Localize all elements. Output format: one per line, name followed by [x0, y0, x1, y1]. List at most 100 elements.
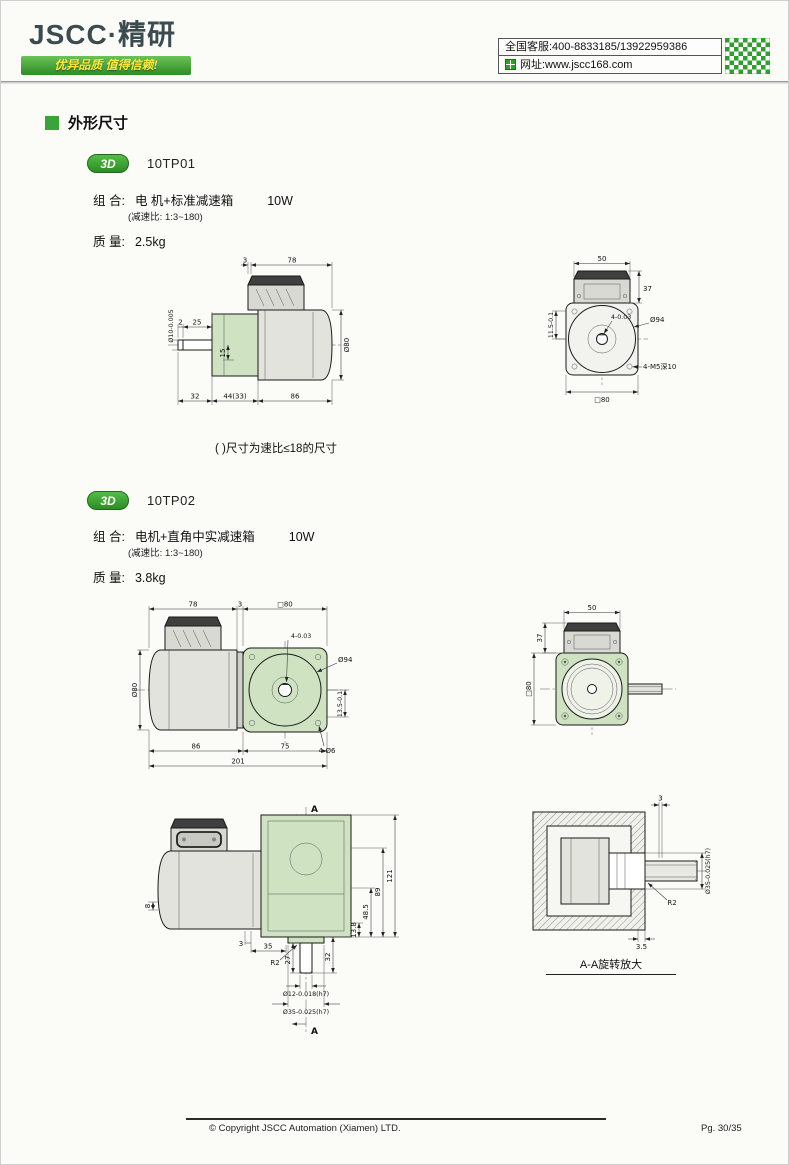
dim-11-5: 11.5-0.1: [548, 312, 555, 338]
weight-label: 质 量:: [93, 571, 125, 585]
dim-15: 15: [219, 349, 227, 358]
section-label-a-top: A: [311, 805, 318, 815]
dim-r2: R2: [667, 899, 676, 907]
3d-badge: 3D: [87, 491, 129, 510]
website-row: 网址:www.jscc168.com: [499, 56, 721, 73]
drawing-10tp01-front-view: 50 37 11.5-0.1 4-0.03 Ø94 4-M5深10 □80: [548, 255, 676, 404]
ratio-size-note: ( )尺寸为速比≤18的尺寸: [215, 443, 337, 455]
model2-weight-row: 质 量: 3.8kg: [93, 567, 166, 586]
dim-key: 4-0.03: [291, 633, 311, 640]
dim-27: 27: [284, 956, 292, 965]
dimension-lines: [148, 814, 399, 1007]
model2-ratio-note: (减速比: 1:3~180): [128, 548, 203, 559]
dim-35: 35: [264, 943, 273, 951]
weight-label: 质 量:: [93, 235, 125, 249]
footer-page-number: Pg. 30/35: [701, 1123, 742, 1134]
contact-box: 全国客服:400-8833185/13922959386 网址:www.jscc…: [498, 38, 722, 74]
dim-r2: R2: [270, 959, 279, 967]
power-value: 10W: [288, 530, 315, 544]
dim-3: 3: [238, 601, 242, 609]
dim-75: 75: [281, 743, 290, 751]
dim-25: 25: [193, 319, 202, 327]
dim-boss-dia: Ø35-0.025(h7): [283, 1008, 329, 1016]
drawing-aa-section: 3 R2 3.5 Ø35-0.025(h7): [532, 795, 712, 951]
gearmotor-outline: [148, 616, 328, 733]
model2-code: 10TP02: [147, 493, 196, 508]
dim-shaft-dia: Ø10-0.005: [167, 309, 175, 342]
dim-78: 78: [189, 601, 198, 609]
dim-sq80: □80: [525, 681, 533, 697]
website-url: 网址:www.jscc168.com: [520, 58, 633, 71]
section-view-title: A-A旋转放大: [546, 956, 676, 975]
combo-label: 组 合:: [93, 194, 125, 208]
section-title: 外形尺寸: [45, 112, 128, 133]
gearmotor-outline: [177, 275, 333, 381]
model2-combo-row: 组 合: 电机+直角中实减速箱 10W: [93, 526, 314, 545]
dim-dia94: Ø94: [650, 316, 665, 324]
model1-heading: 3D 10TP01: [87, 154, 196, 173]
combo-value: 电 机+标准减速箱: [134, 194, 234, 208]
dimension-lines: [628, 802, 705, 942]
weight-value: 3.8kg: [134, 571, 166, 585]
dim-121: 121: [386, 869, 394, 882]
section-label-a-bottom: A: [311, 1027, 318, 1037]
dim-50: 50: [598, 255, 607, 263]
model1-ratio-note: (减速比: 1:3~180): [128, 212, 203, 223]
dim-sq80: □80: [594, 396, 610, 404]
drawing-10tp02-front-view: 50 37 □80: [525, 604, 676, 735]
section-title-label: 外形尺寸: [68, 115, 129, 132]
brand-slogan-banner: 优异品质 值得信赖!: [21, 56, 191, 75]
brand-logo: JSCC·精研: [29, 19, 177, 50]
model2-heading: 3D 10TP02: [87, 491, 196, 510]
dim-dia94: Ø94: [338, 656, 353, 664]
dim-3-5: 3.5: [636, 943, 647, 951]
weight-value: 2.5kg: [134, 235, 166, 249]
drawing-10tp02-top-view: 78 3 □80 4-0.03 Ø94 Ø80 13.5-0.1 4-Ø6 86…: [131, 601, 353, 769]
checker-pattern: [725, 38, 770, 74]
green-square-bullet-icon: [45, 115, 59, 130]
combo-value: 电机+直角中实减速箱: [134, 530, 255, 544]
dim-key: 4-0.03: [611, 314, 631, 321]
gearbox-face-outline: [565, 270, 639, 376]
dim-shaft-dia: Ø12-0.018(h7): [283, 990, 329, 998]
gearbox-rear-outline: [555, 622, 663, 726]
dim-13-8: 13.8: [350, 922, 358, 938]
dim-37: 37: [643, 285, 652, 293]
dimension-lines: [137, 606, 349, 769]
dimension-lines: [552, 261, 650, 395]
dim-78: 78: [288, 257, 297, 265]
gearmotor-outline: [157, 814, 352, 974]
dim-32: 32: [324, 953, 332, 962]
globe-icon: [505, 59, 516, 70]
footer-rule: [186, 1118, 606, 1120]
dim-3: 3: [243, 257, 247, 265]
service-hotline-row: 全国客服:400-8833185/13922959386: [499, 39, 721, 56]
dim-86: 86: [291, 393, 300, 401]
service-hotline-text: 全国客服:400-8833185/13922959386: [505, 41, 688, 53]
model1-combo-row: 组 合: 电 机+标准减速箱 10W: [93, 190, 293, 209]
dimension-lines: [172, 262, 344, 405]
model1-code: 10TP01: [147, 156, 196, 171]
combo-label: 组 合:: [93, 530, 125, 544]
dim-8: 8: [144, 904, 152, 908]
footer-copyright: © Copyright JSCC Automation (Xiamen) LTD…: [209, 1123, 401, 1134]
header-divider: [1, 81, 788, 84]
3d-badge: 3D: [87, 154, 129, 173]
dim-13-5: 13.5-0.1: [337, 691, 344, 717]
dim-holes: 4-M5深10: [643, 362, 676, 371]
dimension-lines: [531, 610, 621, 726]
dim-37: 37: [536, 634, 544, 643]
dim-89: 89: [374, 888, 382, 897]
dim-sq80: □80: [277, 601, 293, 609]
model1-weight-row: 质 量: 2.5kg: [93, 231, 166, 250]
drawing-10tp01-side-view: 3 78 Ø10-0.005 2 25 15 Ø80 32 44(33) 86: [167, 257, 351, 405]
dim-86: 86: [192, 743, 201, 751]
dim-dia80: Ø80: [131, 683, 139, 697]
dim-holes: 4-Ø6: [319, 747, 336, 755]
dim-2: 2: [178, 319, 182, 327]
dim-3: 3: [658, 795, 662, 803]
dim-32: 32: [191, 393, 200, 401]
dim-48-5: 48.5: [362, 904, 370, 920]
power-value: 10W: [267, 194, 293, 208]
